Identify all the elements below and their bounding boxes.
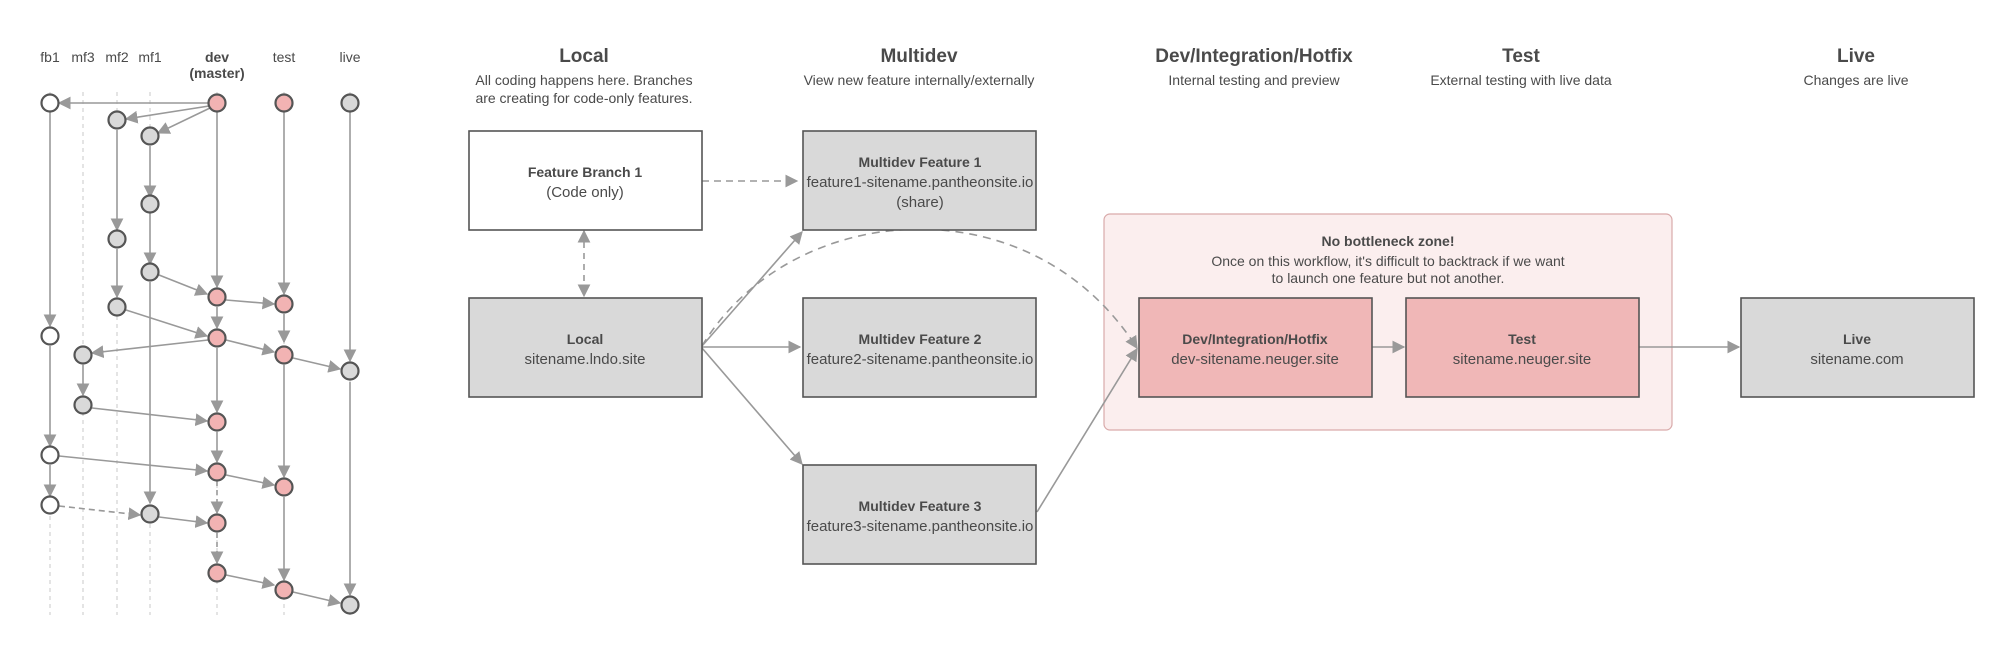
lane-label-test: test	[273, 49, 296, 65]
box-feature-branch-line1: (Code only)	[546, 184, 624, 201]
lane-label-dev-master: (master)	[189, 65, 244, 81]
commit-node	[107, 229, 127, 249]
lane-label-dev: dev	[205, 49, 229, 65]
commit-node	[73, 345, 93, 365]
arrow-multidev3-to-dev	[1036, 347, 1138, 513]
box-multidev3-title: Multidev Feature 3	[859, 498, 982, 514]
box-multidev1-share: (share)	[896, 194, 944, 211]
box-multidev1: Multidev Feature 1 feature1-sitename.pan…	[802, 130, 1037, 231]
column-subtitle-dev: Internal testing and preview	[1168, 72, 1340, 88]
commit-node	[140, 194, 160, 214]
column-title-local: Local	[559, 46, 609, 67]
box-multidev3: Multidev Feature 3 feature3-sitename.pan…	[802, 464, 1037, 565]
column-title-dev: Dev/Integration/Hotfix	[1155, 46, 1353, 67]
zone-description-1: Once on this workflow, it's difficult to…	[1211, 253, 1564, 269]
commit-node	[274, 580, 294, 600]
box-dev-url: dev-sitename.neuger.site	[1171, 351, 1339, 368]
box-multidev2: Multidev Feature 2 feature2-sitename.pan…	[802, 297, 1037, 398]
box-multidev2-url: feature2-sitename.pantheonsite.io	[807, 351, 1034, 368]
git-graph: fb1 mf3 mf2 mf1 dev (master) test live	[40, 49, 361, 615]
commit-node	[40, 326, 60, 346]
box-live-url: sitename.com	[1810, 351, 1903, 368]
commit-node	[40, 445, 60, 465]
lane-label-mf2: mf2	[105, 49, 129, 65]
commit-node	[340, 595, 360, 615]
box-live: Live sitename.com	[1740, 297, 1975, 398]
commit-nodes	[40, 93, 360, 615]
box-dev-title: Dev/Integration/Hotfix	[1182, 331, 1328, 347]
commit-node	[207, 287, 227, 307]
lane-label-live: live	[339, 49, 360, 65]
lane-guides	[49, 92, 351, 615]
arrow-local-to-dev-dashed	[701, 228, 1138, 350]
box-multidev1-title: Multidev Feature 1	[859, 154, 982, 170]
commit-node	[107, 110, 127, 130]
zone-description-2: to launch one feature but not another.	[1272, 270, 1505, 286]
box-dev: Dev/Integration/Hotfix dev-sitename.neug…	[1138, 297, 1373, 398]
commit-node	[274, 93, 294, 113]
commit-node	[207, 563, 227, 583]
box-local-url: sitename.lndo.site	[525, 351, 646, 368]
box-feature-branch-title: Feature Branch 1	[528, 164, 643, 180]
box-test-title: Test	[1508, 331, 1536, 347]
box-multidev2-title: Multidev Feature 2	[859, 331, 982, 347]
column-subtitle-multidev: View new feature internally/externally	[804, 72, 1035, 88]
box-local-title: Local	[567, 331, 604, 347]
box-test: Test sitename.neuger.site	[1405, 297, 1640, 398]
commit-arrows	[43, 96, 357, 607]
commit-node	[140, 504, 160, 524]
commit-node	[207, 462, 227, 482]
box-feature-branch: Feature Branch 1 (Code only)	[468, 130, 703, 231]
column-subtitle-live: Changes are live	[1803, 72, 1908, 88]
column-headers: Local All coding happens here. Branches …	[475, 46, 1908, 106]
column-title-test: Test	[1502, 46, 1540, 67]
lane-label-mf3: mf3	[71, 49, 95, 65]
column-subtitle-test: External testing with live data	[1430, 72, 1612, 88]
commit-node	[274, 294, 294, 314]
commit-node	[207, 93, 227, 113]
box-multidev1-url: feature1-sitename.pantheonsite.io	[807, 174, 1034, 191]
commit-node	[140, 126, 160, 146]
column-title-live: Live	[1837, 46, 1875, 67]
commit-node	[107, 297, 127, 317]
column-subtitle-local-2: are creating for code-only features.	[475, 90, 692, 106]
commit-node	[73, 395, 93, 415]
box-local: Local sitename.lndo.site	[468, 297, 703, 398]
lane-label-mf1: mf1	[138, 49, 162, 65]
column-title-multidev: Multidev	[880, 46, 957, 67]
commit-node	[40, 93, 60, 113]
arrow-local-to-multidev3	[701, 347, 803, 465]
commit-node	[40, 495, 60, 515]
commit-node	[207, 328, 227, 348]
commit-node	[274, 345, 294, 365]
box-multidev3-url: feature3-sitename.pantheonsite.io	[807, 518, 1034, 535]
commit-node	[340, 93, 360, 113]
box-live-title: Live	[1843, 331, 1871, 347]
flow-arrows	[577, 174, 1741, 513]
commit-node	[207, 513, 227, 533]
lane-label-fb1: fb1	[40, 49, 60, 65]
commit-node	[340, 361, 360, 381]
column-subtitle-local-1: All coding happens here. Branches	[475, 72, 692, 88]
zone-title: No bottleneck zone!	[1321, 233, 1454, 249]
commit-node	[274, 477, 294, 497]
box-test-url: sitename.neuger.site	[1453, 351, 1591, 368]
commit-node	[140, 262, 160, 282]
commit-node	[207, 412, 227, 432]
